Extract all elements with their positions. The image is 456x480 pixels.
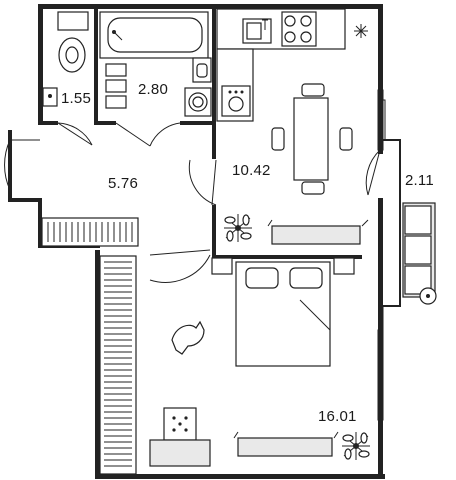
ventilation-icon [354, 24, 368, 38]
radiator-icon [267, 219, 369, 245]
area-label-kitchen: 10.42 [232, 162, 271, 179]
bed-icon [211, 257, 355, 367]
bathtub-icon [99, 11, 209, 59]
dog-icon [171, 320, 205, 355]
bath-shelf-icon [105, 63, 127, 109]
walls [8, 4, 401, 479]
kitchen-sink-icon [242, 18, 272, 44]
wardrobe-icon [41, 217, 139, 475]
toilet-icon [57, 11, 89, 73]
washing-machine-icon [184, 87, 212, 117]
doors [4, 122, 381, 283]
bath-sink-icon [192, 57, 212, 83]
area-label-balcony: 2.11 [405, 172, 434, 189]
dining-table-icon [271, 83, 353, 195]
nightstand-icon [163, 407, 197, 441]
radiator-icon [233, 431, 339, 457]
toilet-sink-icon [42, 87, 58, 107]
area-label-hall: 5.76 [108, 175, 138, 192]
area-label-toilet: 1.55 [61, 90, 91, 107]
area-label-bedroom: 16.01 [318, 408, 357, 425]
plant-icon [342, 432, 370, 460]
kitchen-appliance-icon [221, 85, 251, 117]
area-label-bathroom: 2.80 [138, 81, 168, 98]
stove-icon [281, 11, 317, 47]
plant-icon [224, 214, 252, 242]
desk-icon [149, 439, 211, 467]
armchair-icon [402, 202, 437, 305]
